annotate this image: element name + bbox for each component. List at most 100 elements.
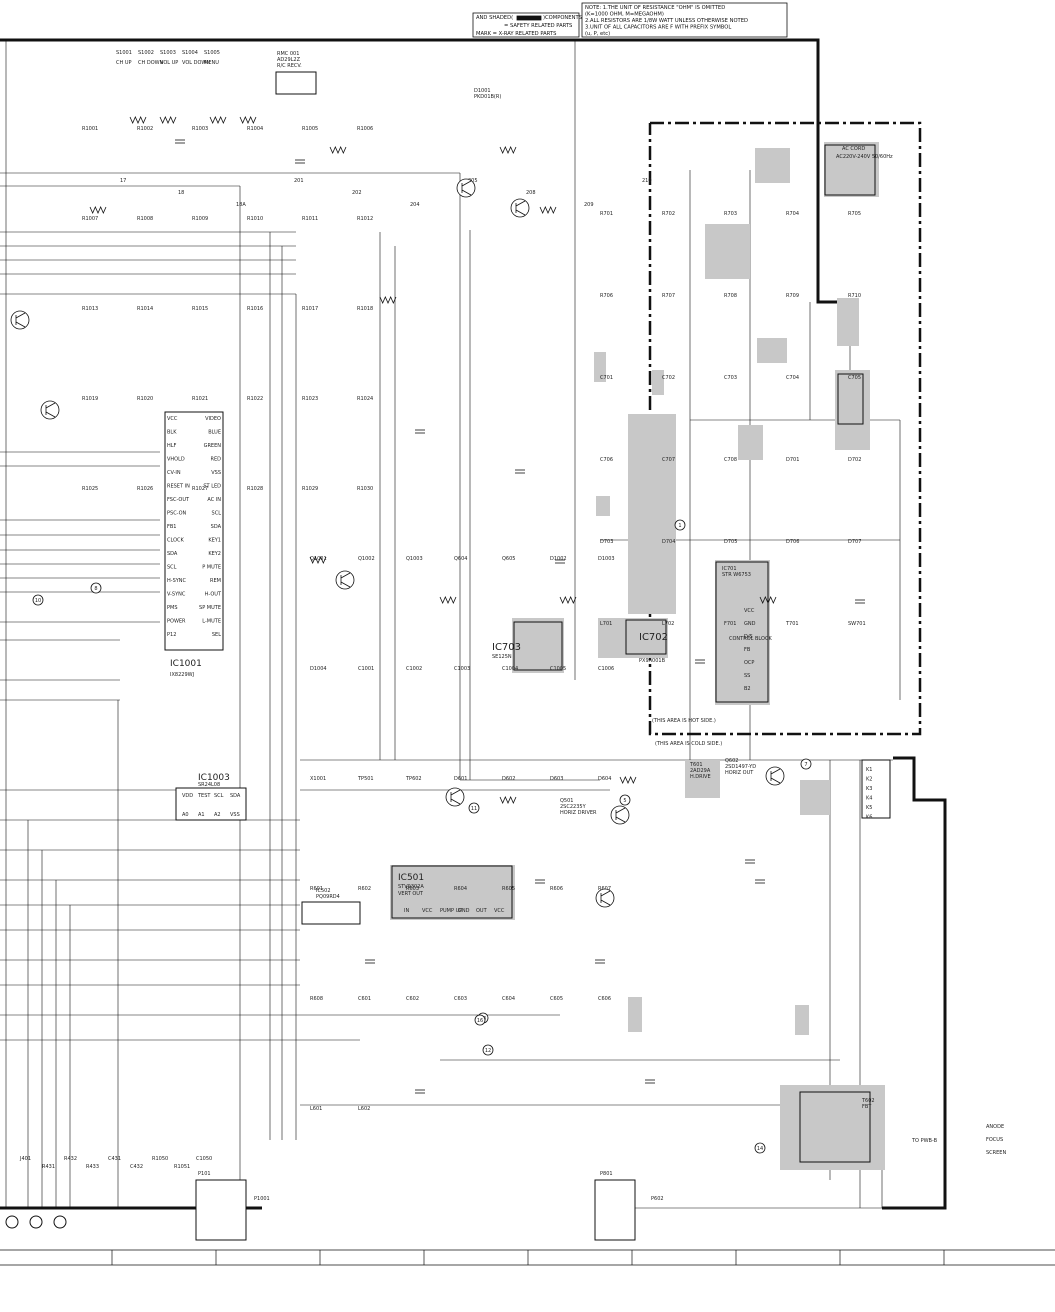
circle-marker-label: 16 xyxy=(477,1018,483,1024)
misc-component-label: C603 xyxy=(454,996,467,1002)
ic502-ref: IC502 xyxy=(316,888,331,894)
resistor-label: R1009 xyxy=(192,216,208,222)
ic1001-right-pin: KEY1 xyxy=(208,538,221,544)
k-terminal-label: K4 xyxy=(866,796,872,802)
transistor-symbol xyxy=(10,310,30,330)
resistor-label: R1015 xyxy=(192,306,208,312)
misc-component-label: C1004 xyxy=(502,666,518,672)
ic702-body xyxy=(625,619,667,655)
transistor-symbol-e xyxy=(770,777,781,784)
ic1003-pin: A1 xyxy=(198,812,205,818)
ic1003-pin: A0 xyxy=(182,812,189,818)
misc-component-label: D602 xyxy=(502,776,515,782)
power-component-label: R702 xyxy=(662,211,675,217)
misc-component-label: L601 xyxy=(310,1106,322,1112)
transistor-symbol-e xyxy=(515,209,526,216)
arrow-label: 204 xyxy=(410,202,420,208)
transistor-symbol xyxy=(335,570,355,590)
ic1001-right-pin: GREEN xyxy=(204,443,222,449)
transistor-symbol-c xyxy=(770,768,781,775)
ic1003-pin: VDD xyxy=(182,793,193,799)
transistor-symbol xyxy=(765,766,785,786)
transistor-symbol-c xyxy=(461,180,472,187)
misc-component-label: TP602 xyxy=(405,776,422,782)
ic1001-right-pin: SDA xyxy=(211,524,222,530)
misc-component-label: Q1003 xyxy=(406,556,423,562)
power-component-label: D703 xyxy=(600,539,613,545)
misc-component-label: Q1002 xyxy=(358,556,375,562)
t602-part: FBT xyxy=(862,1104,872,1110)
power-component-label: R705 xyxy=(848,211,861,217)
ic501-pin: IN xyxy=(404,908,409,914)
transistor-symbol-e xyxy=(45,411,56,418)
transistor-symbol-e xyxy=(15,321,26,328)
power-component-label: L702 xyxy=(662,621,674,627)
rmc-ref: RMC 001 xyxy=(277,51,299,57)
ic502-part: PQ09RD4 xyxy=(316,894,340,900)
ic702-part: PX9A001B xyxy=(639,658,666,664)
power-component-label: D707 xyxy=(848,539,861,545)
focus-label: FOCUS xyxy=(986,1137,1003,1143)
q501-desc: HORIZ DRIVER xyxy=(560,810,597,816)
resistor-label: R1017 xyxy=(302,306,318,312)
misc-component-label: R603 xyxy=(406,886,419,892)
ic701-ref: IC701 xyxy=(722,566,737,572)
note-line: NOTE: 1.THE UNIT OF RESISTANCE "OHM" IS … xyxy=(585,5,725,11)
resistor-label: R1005 xyxy=(302,126,318,132)
power-component-label: R701 xyxy=(600,211,613,217)
circle-marker-label: 11 xyxy=(471,806,477,812)
bottom-label: R432 xyxy=(64,1156,77,1162)
power-component-label: C702 xyxy=(662,375,675,381)
transistor-symbol-e xyxy=(450,798,461,805)
focus-label: SCREEN xyxy=(986,1150,1006,1156)
power-component-label: F701 xyxy=(724,621,736,627)
ic1001-left-pin: PSC-ON xyxy=(167,511,187,517)
transistor-symbol xyxy=(445,787,465,807)
hot-side-boundary xyxy=(648,121,922,736)
arrow-label: 208 xyxy=(526,190,536,196)
power-component-label: R706 xyxy=(600,293,613,299)
arrow-label: 202 xyxy=(352,190,362,196)
misc-component-label: C604 xyxy=(502,996,515,1002)
resistor-symbol xyxy=(309,556,327,564)
note-line: (K=1000 OHM, M=MEGAOHM) xyxy=(585,12,664,18)
power-component-label: D704 xyxy=(662,539,675,545)
misc-component-label: TP501 xyxy=(357,776,374,782)
transistor-symbol-c xyxy=(515,200,526,207)
resistor-symbol xyxy=(499,796,517,804)
ic1001-right-pin: AC IN xyxy=(207,497,221,503)
power-component-label: L701 xyxy=(600,621,612,627)
resistor-symbol xyxy=(209,116,227,124)
switch-label: S1005 xyxy=(204,50,220,56)
misc-component-label: L602 xyxy=(358,1106,370,1112)
circle-marker xyxy=(800,758,812,770)
resistor-label: R1024 xyxy=(357,396,373,402)
power-component-label: C706 xyxy=(600,457,613,463)
ic501-part: STV9302A xyxy=(398,884,424,890)
ic701-desc: CONTROL BLOCK xyxy=(729,636,772,642)
t602-ref: T602 xyxy=(861,1098,875,1104)
switch-label: S1002 xyxy=(138,50,154,56)
misc-component-label: Q605 xyxy=(502,556,515,562)
resistor-symbol xyxy=(239,116,257,124)
ic1001-right-pin: RED xyxy=(211,457,222,463)
cold-side-note: (THIS AREA IS COLD SIDE.) xyxy=(655,741,722,747)
misc-component-label: C602 xyxy=(406,996,419,1002)
resistor-label: R1011 xyxy=(302,216,318,222)
bottom-label: R431 xyxy=(42,1164,55,1170)
ic1001-left-pin: POWER xyxy=(167,619,186,625)
k-terminal-label: K6 xyxy=(866,815,872,821)
power-component-label: D705 xyxy=(724,539,737,545)
note-line: 2.ALL RESISTORS ARE 1/8W WATT UNLESS OTH… xyxy=(585,18,748,24)
power-component-label: C703 xyxy=(724,375,737,381)
bottom-label: R1051 xyxy=(174,1164,190,1170)
misc-component-label: C601 xyxy=(358,996,371,1002)
misc-component-label: C1005 xyxy=(550,666,566,672)
ic701-pin: FB xyxy=(744,647,751,653)
bottom-label: C432 xyxy=(130,1164,143,1170)
ic1001-left-pin: FSC-OUT xyxy=(167,497,190,503)
circle-marker xyxy=(32,594,44,606)
ic1001-right-pin: L-MUTE xyxy=(202,619,221,625)
resistor-label: R1025 xyxy=(82,486,98,492)
transistor-symbol-c xyxy=(615,807,626,814)
